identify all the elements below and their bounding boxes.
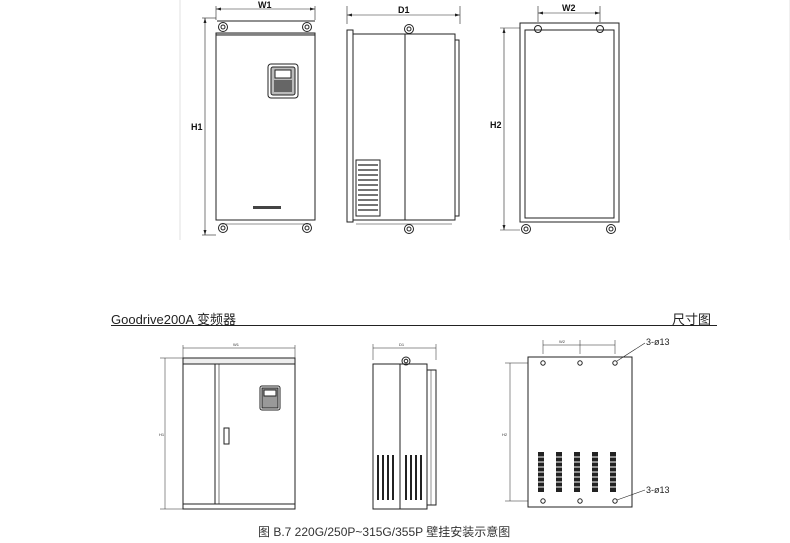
bottom-back-view — [505, 340, 646, 508]
top-w1-label: W1 — [258, 0, 272, 10]
back-view — [500, 6, 620, 234]
doc-header-section: 尺寸图 — [672, 312, 712, 327]
top-h1-label: H1 — [191, 122, 203, 132]
front-view — [202, 6, 316, 236]
bottom-h1-label: H1 — [159, 432, 165, 437]
figure-caption: 图 B.7 220G/250P~315G/355P 壁挂安装示意图 — [258, 525, 511, 539]
side-view — [346, 6, 461, 234]
bottom-side-view — [372, 344, 437, 510]
doc-header-title: Goodrive200A 变频器 — [111, 312, 237, 327]
top-d1-label: D1 — [398, 5, 410, 15]
bottom-hole-callout: 3-ø13 — [646, 485, 670, 495]
top-h2-label: H2 — [490, 120, 502, 130]
top-dimension-diagram: W1 H1 D1 — [179, 0, 790, 240]
header-rule — [111, 325, 717, 326]
bottom-front-view — [160, 345, 296, 510]
bottom-w1-label: W1 — [233, 342, 240, 347]
top-hole-callout: 3-ø13 — [646, 337, 670, 347]
bottom-d1-label: D1 — [399, 342, 405, 347]
bottom-h2-label: H2 — [502, 432, 508, 437]
bottom-w2-label: W2 — [559, 339, 566, 344]
top-w2-label: W2 — [562, 3, 576, 13]
